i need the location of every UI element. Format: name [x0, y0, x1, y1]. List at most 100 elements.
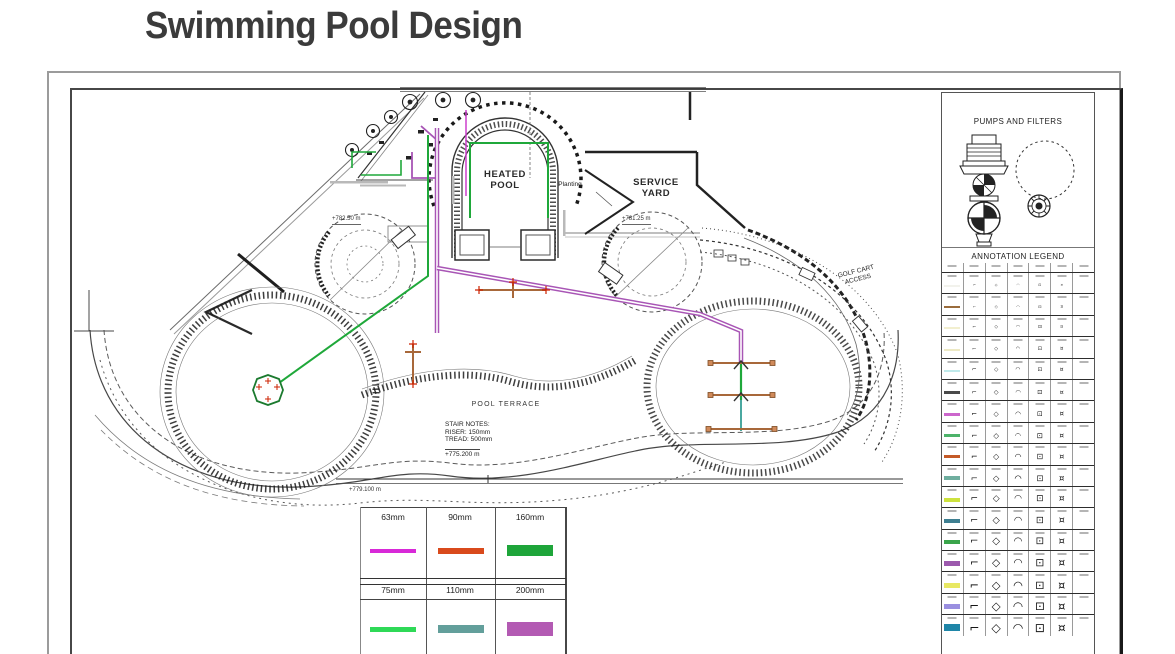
legend-symbol-cell: ⊡ [1029, 465, 1052, 486]
legend-symbol-cell: ◇ [986, 401, 1008, 422]
fitting-symbol-icon: ◠ [1015, 409, 1021, 418]
fitting-symbol-icon: ⊡ [1037, 388, 1043, 396]
legend-header-cell [986, 263, 1008, 272]
legend-symbol-cell: ⊡ [1029, 315, 1052, 337]
fitting-symbol-icon: ⊡ [1036, 451, 1044, 461]
legend-row: ⌐◇◠⊡¤ [942, 357, 1094, 379]
legend-symbol-cell: ⌐ [964, 273, 986, 294]
fitting-symbol-icon: ◠ [1016, 325, 1021, 331]
legend-header-cell [1029, 263, 1052, 272]
legend-swatch [944, 604, 961, 610]
fitting-symbol-icon: ◠ [1013, 578, 1023, 592]
legend-swatch [944, 561, 961, 567]
legend-symbol-cell: ◇ [986, 508, 1008, 529]
legend-row: ⌐◇◠⊡¤ [942, 378, 1094, 401]
legend-swatch [944, 582, 961, 588]
terrace-elevation: +779.100 m [349, 487, 381, 493]
fitting-symbol-icon: ⊡ [1035, 578, 1045, 592]
legend-swatch [944, 518, 961, 523]
legend-swatch [944, 624, 961, 632]
fitting-symbol-icon: ¤ [1059, 430, 1065, 440]
filter-gear-icon [1027, 194, 1051, 218]
pipe-swatch-110mm [438, 625, 484, 633]
legend-symbol-cell: ¤ [1051, 508, 1074, 529]
legend-symbol-cell [1073, 572, 1094, 592]
legend-symbol-cell: ⊡ [1029, 337, 1052, 358]
fitting-symbol-icon: ◇ [992, 515, 1000, 527]
fitting-symbol-icon: ⌐ [971, 409, 978, 418]
legend-row: ⌐◇◠⊡¤ [942, 272, 1094, 294]
annotation-legend-table: ⌐◇◠⊡¤⌐◇◠⊡¤⌐◇◠⊡¤⌐◇◠⊡¤⌐◇◠⊡¤⌐◇◠⊡¤⌐◇◠⊡¤⌐◇◠⊡¤… [942, 263, 1094, 636]
legend-symbol-cell [1073, 380, 1094, 400]
legend-symbol-cell [1073, 294, 1094, 314]
legend-symbol-cell: ⊡ [1029, 294, 1052, 315]
fitting-symbol-icon: ◇ [994, 325, 998, 331]
fitting-symbol-icon: ¤ [1058, 515, 1065, 527]
legend-swatch-cell [942, 508, 964, 529]
fitting-symbol-icon: ⌐ [972, 346, 977, 353]
legend-swatch-cell [942, 486, 964, 508]
fitting-symbol-icon: ⊡ [1035, 556, 1045, 570]
legend-symbol-cell: ◇ [986, 273, 1008, 294]
fitting-symbol-icon: ◇ [992, 494, 1000, 505]
legend-symbol-cell: ◠ [1008, 379, 1030, 401]
fitting-symbol-icon: ¤ [1060, 304, 1064, 310]
legend-header-cell [1051, 263, 1074, 272]
fitting-symbol-icon: ¤ [1059, 451, 1065, 461]
legend-border [360, 507, 361, 654]
annotation-legend-title: ANNOTATION LEGEND [971, 252, 1065, 261]
legend-symbol-cell: ◇ [986, 572, 1008, 593]
legend-row: ⌐◇◠⊡¤ [942, 507, 1094, 529]
legend-swatch [944, 455, 961, 459]
fitting-symbol-icon: ¤ [1057, 598, 1066, 613]
legend-symbol-cell: ◠ [1008, 337, 1030, 358]
fitting-symbol-icon: ◠ [1013, 515, 1023, 527]
legend-row: ⌐◇◠⊡¤ [942, 421, 1094, 444]
legend-symbol-cell: ¤ [1051, 315, 1074, 337]
fitting-symbol-icon: ◇ [993, 388, 999, 396]
legend-row: ⌐◇◠⊡¤ [942, 550, 1094, 572]
legend-row: ⌐◇◠⊡¤ [942, 614, 1094, 636]
legend-symbol-cell: ⌐ [964, 508, 986, 529]
legend-symbol-cell: ⊡ [1029, 615, 1052, 636]
pumps-filters-drawing [959, 134, 1075, 247]
fitting-symbol-icon: ◠ [1014, 472, 1022, 483]
legend-symbol-cell: ⊡ [1029, 593, 1052, 615]
legend-symbol-cell: ◠ [1008, 572, 1030, 593]
legend-symbol-cell: ◇ [986, 422, 1008, 444]
legend-symbol-cell: ◠ [1008, 615, 1030, 636]
filter-dashed-circle [1015, 140, 1075, 200]
legend-symbol-cell: ◇ [986, 294, 1008, 315]
fitting-symbol-icon: ¤ [1058, 494, 1065, 505]
fitting-symbol-icon: ¤ [1058, 556, 1066, 570]
pipe-size-label: 90mm [448, 512, 472, 522]
legend-symbol-cell: ◇ [986, 358, 1008, 379]
legend-symbol-cell [1073, 444, 1094, 464]
legend-symbol-cell: ⌐ [964, 465, 986, 486]
legend-swatch [944, 391, 961, 395]
legend-symbol-cell: ◠ [1008, 294, 1030, 315]
pipe-size-label: 160mm [515, 512, 545, 522]
legend-header-cell [1008, 263, 1030, 272]
legend-swatch [944, 327, 961, 330]
fitting-symbol-icon: ⌐ [972, 325, 977, 331]
legend-symbol-cell: ¤ [1051, 465, 1074, 486]
legend-symbol-cell: ¤ [1051, 273, 1074, 294]
planting-label: Planting [558, 181, 582, 188]
pipe-swatch-90mm [438, 548, 484, 554]
heated-pool-label: HEATED POOL [484, 169, 526, 191]
legend-symbol-cell: ◠ [1008, 422, 1030, 444]
legend-symbol-cell: ◇ [986, 551, 1008, 572]
right-spa-elevation: +781.25 m [622, 216, 651, 225]
legend-symbol-cell: ¤ [1051, 529, 1074, 551]
legend-symbol-cell [1073, 530, 1094, 550]
legend-swatch [944, 306, 961, 309]
pump-room [344, 91, 531, 182]
fitting-symbol-icon: ◇ [994, 346, 999, 353]
legend-symbol-cell: ¤ [1051, 572, 1074, 593]
fitting-symbol-icon: ⊡ [1036, 494, 1044, 505]
legend-symbol-cell [1073, 359, 1094, 379]
fitting-symbol-icon: ◠ [1014, 430, 1022, 440]
legend-swatch-cell [942, 401, 964, 422]
fitting-symbol-icon: ⌐ [971, 367, 977, 374]
